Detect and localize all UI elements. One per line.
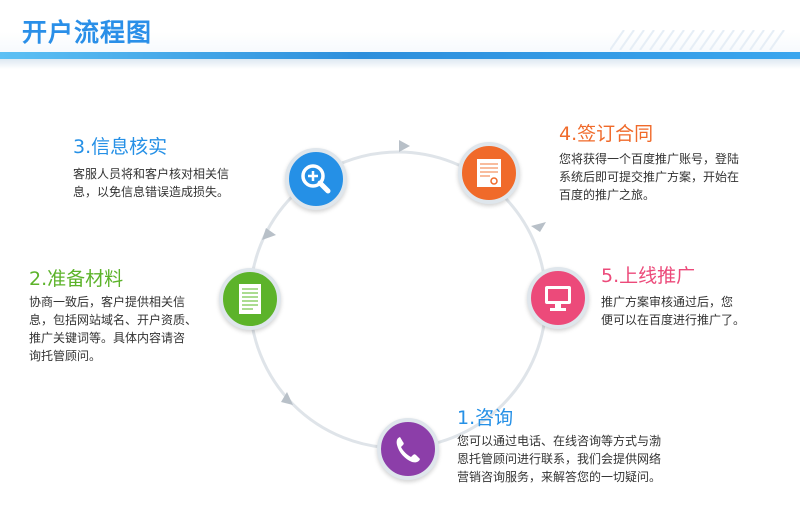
step-desc-line: 恩托管顾问进行联系，我们会提供网络 xyxy=(457,452,662,466)
step-desc-line: 协商一致后，客户提供相关信 xyxy=(29,295,186,309)
step-title: 4.签订合同 xyxy=(559,123,654,145)
step-desc: 协商一致后，客户提供相关信 息，包括网站域名、开户资质、 推广关键词等。具体内容… xyxy=(29,293,197,365)
document-icon xyxy=(239,284,261,314)
step-desc-line: 您可以通过电话、在线咨询等方式与渤 xyxy=(457,434,662,448)
step-desc: 您可以通过电话、在线咨询等方式与渤 恩托管顾问进行联系，我们会提供网络 营销咨询… xyxy=(457,432,661,486)
step-verify: 3.信息核实 客服人员将和客户核对相关信 息，以免信息错误造成损失。 xyxy=(73,135,229,201)
step-desc-line: 您将获得一个百度推广账号，登陆 xyxy=(559,152,740,166)
node-launch xyxy=(527,267,589,329)
step-title: 2.准备材料 xyxy=(29,268,124,290)
header: 开户流程图 xyxy=(0,0,800,69)
page-title: 开户流程图 xyxy=(22,18,153,47)
arrow-right-top xyxy=(399,140,410,152)
node-materials xyxy=(219,268,281,330)
step-desc-line: 推广关键词等。具体内容请咨 xyxy=(29,331,186,345)
step-desc-line: 便可以在百度进行推广了。 xyxy=(601,313,746,327)
header-bar xyxy=(0,52,800,59)
arrow-left-bottom xyxy=(281,392,293,405)
step-desc-line: 息，以免信息错误造成损失。 xyxy=(73,185,230,199)
step-title: 3.信息核实 xyxy=(73,136,168,158)
node-verify xyxy=(285,148,347,210)
step-desc-line: 客服人员将和客户核对相关信 xyxy=(73,167,230,181)
step-desc: 推广方案审核通过后，您 便可以在百度进行推广了。 xyxy=(601,293,745,329)
header-shadow xyxy=(0,59,800,69)
step-title: 1.咨询 xyxy=(457,407,514,429)
step-consult: 1.咨询 您可以通过电话、在线咨询等方式与渤 恩托管顾问进行联系，我们会提供网络… xyxy=(457,406,661,486)
step-desc-line: 询托管顾问。 xyxy=(29,349,102,363)
step-desc: 客服人员将和客户核对相关信 息，以免信息错误造成损失。 xyxy=(73,165,229,201)
step-desc-line: 推广方案审核通过后，您 xyxy=(601,295,734,309)
node-contract xyxy=(458,142,520,204)
step-materials: 2.准备材料 协商一致后，客户提供相关信 息，包括网站域名、开户资质、 推广关键… xyxy=(29,267,197,365)
step-desc: 您将获得一个百度推广账号，登陆 系统后即可提交推广方案，开始在 百度的推广之旅。 xyxy=(559,150,739,204)
monitor-icon xyxy=(545,286,571,311)
node-consult xyxy=(377,418,439,480)
step-desc-line: 系统后即可提交推广方案，开始在 xyxy=(559,170,740,184)
arrow-up-left xyxy=(262,228,276,240)
arrow-down-right xyxy=(531,222,546,232)
header-decoration xyxy=(610,30,785,50)
step-title: 5.上线推广 xyxy=(601,265,696,287)
phone-icon xyxy=(396,437,420,463)
magnifier-plus-icon xyxy=(301,164,331,194)
step-desc-line: 息，包括网站域名、开户资质、 xyxy=(29,313,198,327)
step-desc-line: 百度的推广之旅。 xyxy=(559,188,656,202)
step-desc-line: 营销咨询服务，来解答您的一切疑问。 xyxy=(457,470,662,484)
step-launch: 5.上线推广 推广方案审核通过后，您 便可以在百度进行推广了。 xyxy=(601,264,745,329)
step-contract: 4.签订合同 您将获得一个百度推广账号，登陆 系统后即可提交推广方案，开始在 百… xyxy=(559,122,739,204)
contract-icon xyxy=(477,159,501,187)
